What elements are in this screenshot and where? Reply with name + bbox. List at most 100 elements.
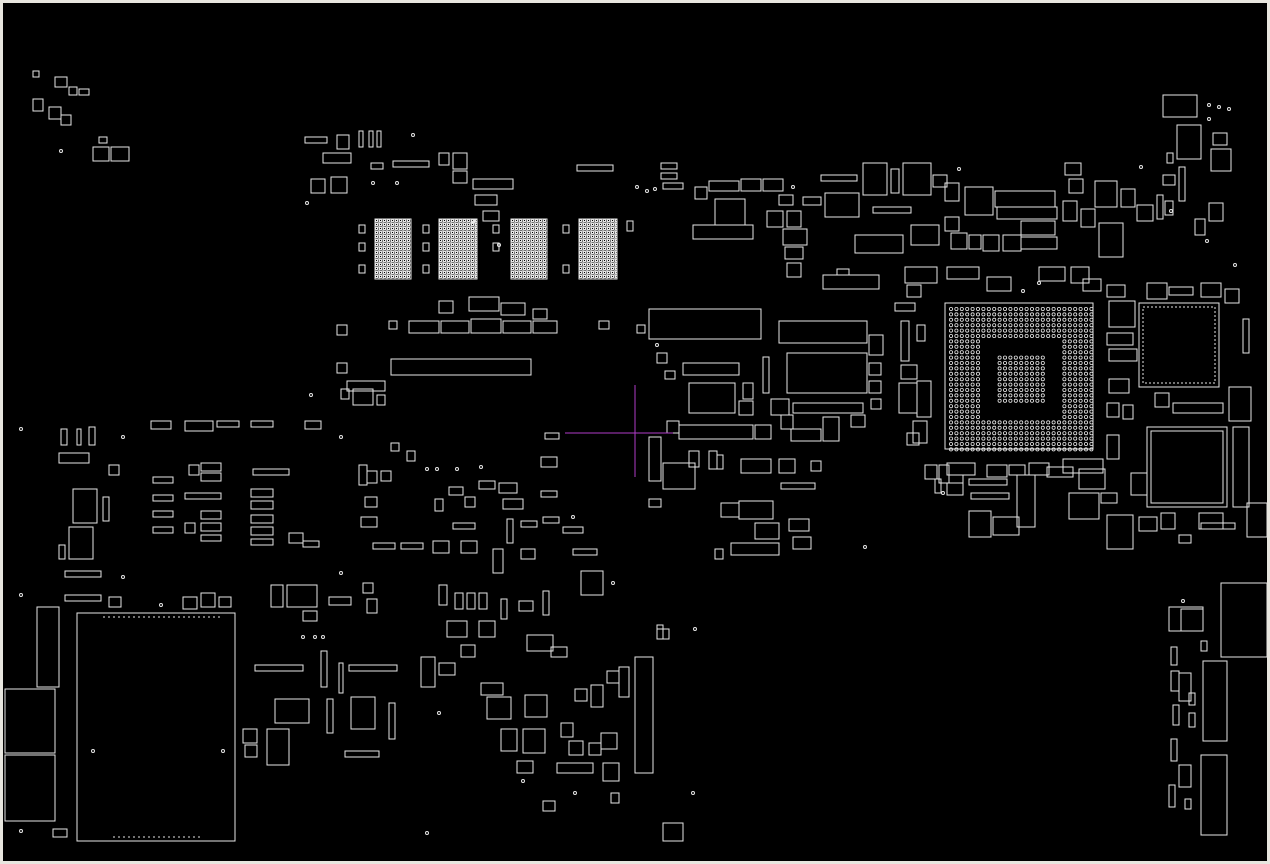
bga-ball (1040, 323, 1045, 328)
bga-ball (1078, 317, 1083, 322)
bga-ball (1046, 306, 1051, 311)
bga-ball (1008, 371, 1013, 376)
bga-ball (1040, 355, 1045, 360)
bga-ball (1030, 398, 1035, 403)
bga-ball (965, 393, 970, 398)
bga-ball (954, 436, 959, 441)
bga-ball (1089, 312, 1094, 317)
component-cluster-right[interactable] (1062, 282, 1267, 550)
bga-ball (965, 377, 970, 382)
pcb-layout-drawing[interactable] (3, 3, 1267, 861)
bga-ball (959, 333, 964, 338)
bga-ball (1019, 377, 1024, 382)
bga-ball (965, 355, 970, 360)
bga-ball (1057, 306, 1062, 311)
bga-ball (1067, 306, 1072, 311)
bga-ball (1067, 350, 1072, 355)
bga-ball (976, 377, 981, 382)
component-cluster-far-right-bottom[interactable] (1168, 582, 1267, 836)
board-viewer-canvas[interactable] (3, 3, 1267, 861)
bga-ball (986, 306, 991, 311)
bga-ball (954, 339, 959, 344)
bga-ball (1067, 431, 1072, 436)
bga-ball (1035, 371, 1040, 376)
bga-ball (970, 420, 975, 425)
bga-ball (976, 441, 981, 446)
bga-ball (1073, 387, 1078, 392)
bga-ball (965, 344, 970, 349)
component-cluster-bga-periphery[interactable] (894, 281, 1074, 538)
bga-ball (1030, 420, 1035, 425)
bga-ball (1024, 431, 1029, 436)
bga-ball (954, 312, 959, 317)
bga-ball (1003, 398, 1008, 403)
heatsink-module-bottom-left[interactable] (4, 606, 236, 842)
bga-ball (1084, 409, 1089, 414)
bga-ball (1019, 387, 1024, 392)
component-cluster-top-left[interactable] (32, 70, 130, 162)
bga-ball (1084, 317, 1089, 322)
bga-ball (1003, 441, 1008, 446)
bga-ball (986, 431, 991, 436)
bga-ball (1067, 420, 1072, 425)
bga-ball (1046, 312, 1051, 317)
component-cluster-top[interactable] (304, 130, 684, 247)
bga-ball (976, 312, 981, 317)
bga-ball (1024, 441, 1029, 446)
connector-strip-row[interactable] (336, 296, 610, 406)
bga-ball (1040, 328, 1045, 333)
bga-ball (1003, 366, 1008, 371)
component-cluster-far-right-top[interactable] (1162, 94, 1232, 243)
bga-ball (1046, 420, 1051, 425)
component-cluster-center-left[interactable] (242, 571, 456, 835)
bga-ball (949, 328, 954, 333)
bga-ball (970, 312, 975, 317)
component-cluster-center[interactable] (358, 432, 697, 658)
bga-ball (970, 350, 975, 355)
bga-ball (954, 420, 959, 425)
bga-chip-main[interactable] (944, 302, 1094, 452)
bga-ball (965, 409, 970, 414)
bga-ball (965, 339, 970, 344)
bga-ball (1073, 328, 1078, 333)
component-cluster-bottom-center[interactable] (437, 656, 695, 842)
bga-ball (949, 414, 954, 419)
bga-ball (1078, 344, 1083, 349)
bga-ball (954, 344, 959, 349)
bga-ball (1062, 360, 1067, 365)
memory-chip-array[interactable] (358, 218, 634, 280)
bga-ball (1013, 425, 1018, 430)
bga-ball (1013, 420, 1018, 425)
bga-ball (1073, 339, 1078, 344)
bga-ball (1051, 420, 1056, 425)
bga-ball (1008, 447, 1013, 452)
bga-ball (970, 371, 975, 376)
bga-ball (1013, 398, 1018, 403)
bga-ball (1089, 344, 1094, 349)
bga-ball (1003, 312, 1008, 317)
bga-ball (1030, 306, 1035, 311)
bga-ball (1067, 393, 1072, 398)
bga-ball (1046, 436, 1051, 441)
bga-ball (1003, 360, 1008, 365)
bga-ball (970, 333, 975, 338)
bga-ball (1008, 398, 1013, 403)
bga-ball (1089, 431, 1094, 436)
bga-ball (1073, 306, 1078, 311)
bga-ball (1040, 360, 1045, 365)
component-cluster-middle[interactable] (636, 308, 884, 560)
bga-ball (1078, 398, 1083, 403)
component-cluster-left[interactable] (19, 393, 343, 610)
bga-ball (949, 366, 954, 371)
bga-ball (992, 441, 997, 446)
bga-ball (992, 436, 997, 441)
bga-ball (1024, 382, 1029, 387)
bga-ball (1078, 328, 1083, 333)
bga-ball (959, 398, 964, 403)
bga-ball (959, 350, 964, 355)
bga-ball (1003, 393, 1008, 398)
component-cluster-top-right[interactable] (692, 162, 1237, 298)
bga-ball (1089, 441, 1094, 446)
bga-ball (1008, 393, 1013, 398)
bga-ball (970, 441, 975, 446)
